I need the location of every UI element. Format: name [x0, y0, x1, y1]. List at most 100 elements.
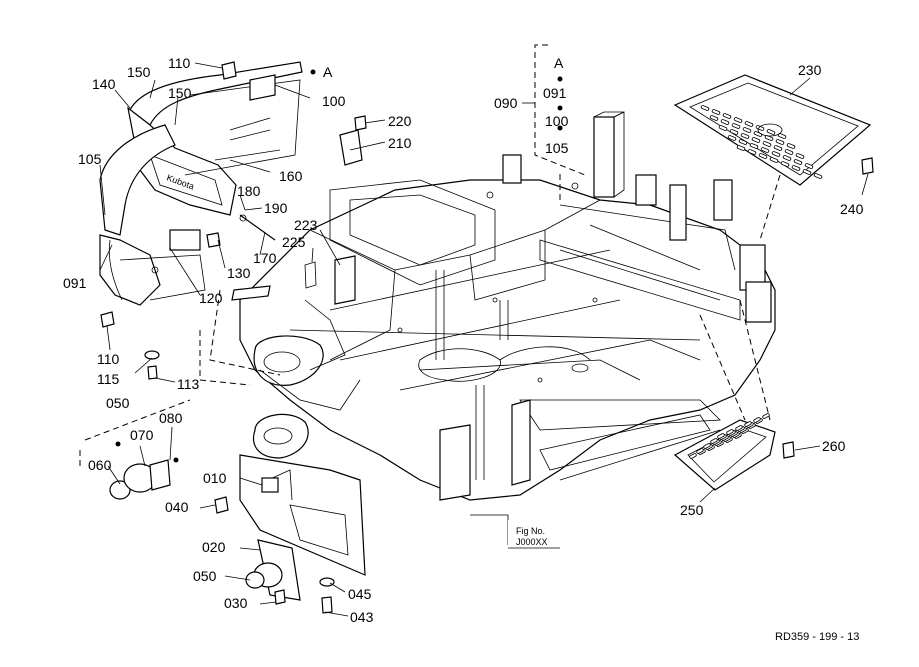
callout-040: 040	[165, 499, 189, 515]
plate-slot	[760, 147, 770, 153]
fig-no-label: Fig No.	[516, 526, 545, 536]
plate-slot	[726, 429, 734, 435]
drawing-code: RD359 - 199 - 13	[775, 631, 859, 643]
floor-plate-top	[673, 74, 874, 186]
plate-slot	[744, 121, 754, 127]
callout-030: 030	[224, 595, 248, 611]
plate-slot	[813, 173, 823, 179]
plate-slot	[700, 105, 710, 111]
plate-slot	[775, 139, 785, 145]
plate-slot	[736, 145, 746, 151]
rear-cover-assembly	[214, 454, 366, 614]
callout-020: 020	[202, 539, 226, 555]
plate-slot	[758, 153, 768, 159]
plate-slot	[735, 425, 743, 431]
callout-100-list: 100	[545, 113, 569, 129]
callout-091-left: 091	[63, 275, 87, 291]
callout-105-left: 105	[78, 151, 102, 167]
latch-subassembly	[79, 399, 191, 500]
callout-080: 080	[159, 410, 183, 426]
plate-slot	[771, 151, 781, 157]
callout-210: 210	[388, 135, 412, 151]
callout-113: 113	[177, 376, 200, 392]
callout-010: 010	[203, 470, 227, 486]
callout-260: 260	[822, 438, 846, 454]
callout-240: 240	[840, 201, 864, 217]
plate-slot	[780, 161, 790, 167]
plate-slot	[722, 113, 732, 119]
plate-slot	[711, 109, 721, 115]
plate-slot	[786, 143, 796, 149]
plate-slot	[749, 143, 759, 149]
plate-slot	[751, 137, 761, 143]
plate-slot	[731, 123, 741, 129]
callout-110-top: 110	[168, 55, 191, 71]
callout-225: 225	[282, 234, 306, 250]
plate-slot	[718, 125, 728, 131]
callout-160: 160	[279, 168, 303, 184]
plate-slot	[764, 135, 774, 141]
plate-slot	[709, 115, 719, 121]
fig-no-code: J000XX	[516, 537, 548, 547]
callout-060: 060	[88, 457, 112, 473]
plate-slot	[740, 133, 750, 139]
plate-slot	[744, 421, 752, 427]
plate-slot	[795, 153, 805, 159]
plate-slot	[793, 159, 803, 165]
plate-slot	[689, 453, 697, 459]
callout-090: 090	[494, 95, 518, 111]
front-cover-assembly: Kubota	[99, 61, 367, 380]
leader-lines	[99, 62, 869, 617]
callout-120: 120	[199, 290, 223, 306]
callout-ref-a-list: A	[554, 55, 564, 71]
callout-220: 220	[388, 113, 412, 129]
callout-180: 180	[237, 183, 261, 199]
plate-slot	[747, 149, 757, 155]
callout-100-top: 100	[322, 93, 346, 109]
callout-150-mid: 150	[168, 85, 192, 101]
callout-labels: 110 150 140 150 A 100 220 210 160 105 18…	[63, 55, 864, 625]
plate-slot	[791, 165, 801, 171]
callout-150-top: 150	[127, 64, 151, 80]
callout-105-list: 105	[545, 140, 569, 156]
plate-slot	[762, 141, 772, 147]
figure-reference-box: Fig No. J000XX	[470, 514, 563, 549]
plate-slot	[720, 119, 730, 125]
plate-slot	[710, 438, 718, 444]
plate-slot	[762, 413, 770, 419]
plate-slot	[729, 129, 739, 135]
callout-ref-a-top: A	[323, 64, 333, 80]
callout-043: 043	[350, 609, 374, 625]
plate-slot	[733, 117, 743, 123]
plate-slot	[738, 139, 748, 145]
plate-slots-bottom	[689, 413, 770, 459]
plate-slots-top	[700, 105, 823, 179]
plate-slot	[804, 163, 814, 169]
callout-230: 230	[798, 62, 822, 78]
callout-050-left: 050	[106, 395, 130, 411]
plate-slot	[784, 149, 794, 155]
callout-223: 223	[294, 217, 318, 233]
callout-250: 250	[680, 502, 704, 518]
callout-170: 170	[253, 250, 277, 266]
callout-140: 140	[92, 76, 116, 92]
plate-slot	[773, 145, 783, 151]
plate-slot	[742, 127, 752, 133]
reference-group	[310, 44, 586, 176]
callout-130: 130	[227, 265, 251, 281]
callout-115: 115	[97, 371, 120, 387]
plate-slot	[717, 433, 725, 439]
plate-slot	[753, 417, 761, 423]
plate-slot	[753, 131, 763, 137]
plate-slot	[782, 155, 792, 161]
plate-slot	[703, 443, 711, 449]
plate-slot	[769, 157, 779, 163]
main-frame	[199, 111, 781, 501]
plate-slot	[766, 129, 776, 135]
callout-110-left: 110	[97, 351, 120, 367]
callout-190: 190	[264, 200, 288, 216]
plate-slot	[727, 135, 737, 141]
callout-050-bottom: 050	[193, 568, 217, 584]
plate-slot	[802, 169, 812, 175]
